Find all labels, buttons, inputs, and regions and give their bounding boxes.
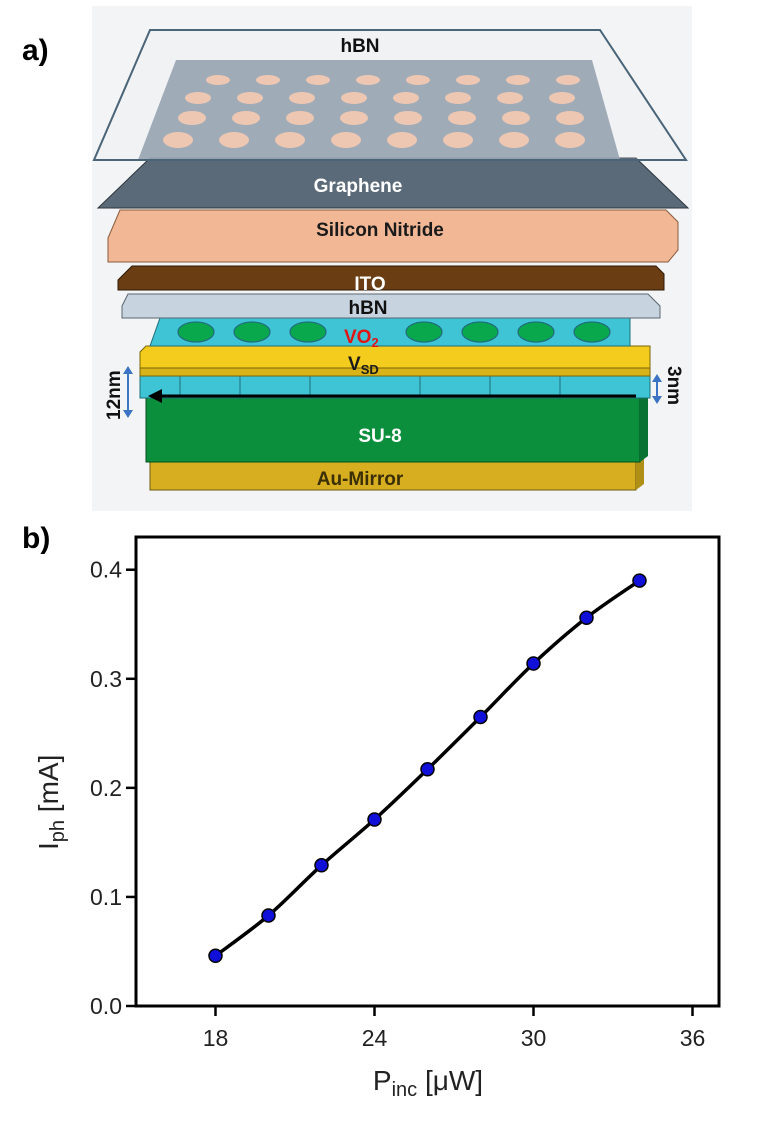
- ito-label: ITO: [354, 274, 385, 295]
- hbn-top-label: hBN: [340, 36, 379, 57]
- x-tick-label: 30: [521, 1025, 547, 1051]
- silicon-nitride-layer: Silicon Nitride: [107, 209, 679, 263]
- data-point: [420, 762, 435, 777]
- vo2-label: VO2: [344, 327, 379, 350]
- hbn-middle-label: hBN: [348, 298, 387, 319]
- thickness-3nm-label: 3nm: [663, 366, 684, 405]
- x-tick-label: 18: [203, 1025, 229, 1051]
- panel-b-label: b): [22, 522, 50, 555]
- y-axis-ticks: 0.0 0.1 0.2 0.3 0.4: [90, 557, 136, 1019]
- ito-layer: ITO: [117, 265, 665, 295]
- au-mirror-layer: Au-Mirror: [149, 456, 644, 491]
- data-point: [632, 573, 647, 588]
- hbn-middle-layer: hBN: [121, 293, 661, 319]
- vsd-label: VSD: [348, 354, 379, 377]
- y-tick-label: 0.2: [90, 775, 122, 801]
- plot-frame: [134, 535, 721, 1008]
- silicon-nitride-label: Silicon Nitride: [316, 220, 444, 241]
- vsd-contact-layer: VSD: [139, 345, 651, 377]
- y-tick-label: 0.4: [90, 557, 122, 583]
- y-tick-label: 0.0: [90, 993, 122, 1019]
- graphene-label: Graphene: [314, 176, 403, 197]
- graphene-layer: Graphene: [96, 157, 690, 209]
- au-mirror-label: Au-Mirror: [317, 469, 404, 490]
- data-point: [314, 858, 329, 873]
- y-tick-label: 0.1: [90, 884, 122, 910]
- y-axis-title: Iph [mA]: [33, 755, 69, 850]
- y-tick-label: 0.3: [90, 666, 122, 692]
- photocurrent-chart: 0.0 0.1 0.2 0.3 0.4 18 24 30 36 Iph [mA] Pinc […: [33, 535, 721, 1101]
- x-tick-label: 36: [680, 1025, 706, 1051]
- su8-label: SU-8: [358, 426, 401, 447]
- current-arrow-head: [148, 389, 162, 403]
- vo2-layer: VO2: [149, 317, 631, 350]
- su8-layer: SU-8: [145, 392, 648, 463]
- panel-a-label: a): [22, 34, 49, 67]
- hbn-top-layer: hBN: [92, 29, 688, 161]
- data-point: [261, 908, 276, 923]
- thickness-12nm: 12nm: [104, 366, 133, 420]
- data-point: [526, 656, 541, 671]
- x-axis-ticks: 18 24 30 36: [203, 1006, 706, 1051]
- x-axis-title: Pinc [μW]: [373, 1065, 483, 1101]
- data-point: [208, 948, 223, 964]
- thickness-12nm-label: 12nm: [104, 370, 125, 420]
- data-point: [367, 812, 382, 827]
- series-markers: [208, 573, 647, 964]
- x-tick-label: 24: [362, 1025, 388, 1051]
- data-point: [579, 610, 594, 625]
- thickness-3nm: 3nm: [652, 366, 684, 405]
- data-point: [473, 709, 488, 725]
